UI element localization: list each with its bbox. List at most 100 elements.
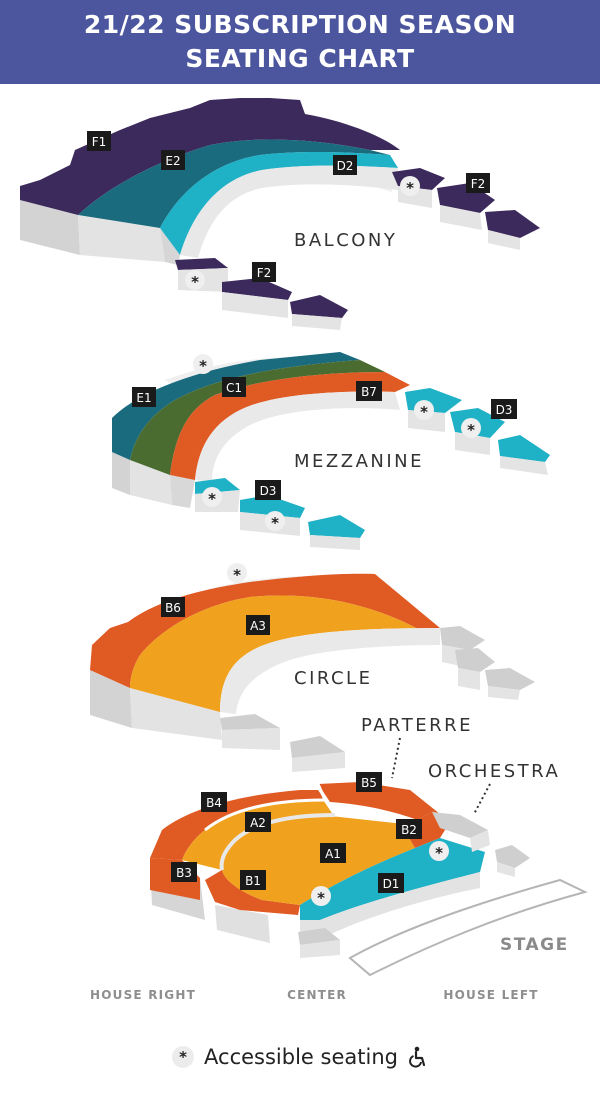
svg-text:C1: C1 [226,381,242,395]
tag-e1: E1 [132,387,156,407]
accessible-marker: * [193,354,213,375]
legend-text: Accessible seating [204,1045,398,1069]
svg-text:*: * [191,273,199,291]
accessible-marker: * [429,841,449,862]
orch-box-front-1 [298,928,340,945]
circle-box-right-3-side [488,686,520,700]
circle-wall-1 [90,670,132,728]
mezzanine-zone-b7[interactable] [170,372,410,480]
svg-text:D1: D1 [383,877,400,891]
tag-d1: D1 [378,873,404,893]
svg-text:*: * [420,403,428,421]
balcony-box-front-3-side [292,314,342,330]
balcony-box-front-1[interactable] [175,258,228,270]
circle-zone-a3[interactable] [130,595,440,712]
mezz-wall-1 [112,452,130,495]
tag-b7: B7 [356,381,382,401]
balcony-zone-d2[interactable] [160,151,398,255]
orch-wall-2 [215,905,270,943]
accessible-marker: * [185,270,205,291]
mezz-box-front-3[interactable] [308,515,365,538]
section-label-mezzanine: MEZZANINE [294,451,424,472]
section-label-parterre: PARTERRE [361,715,473,736]
svg-text:E1: E1 [136,391,151,405]
tag-d3-left: D3 [255,480,281,500]
circle-floor [220,628,440,714]
svg-text:B2: B2 [401,823,417,837]
balcony-zone-f1[interactable] [20,98,400,215]
svg-text:B6: B6 [165,601,181,615]
orchestra-zone-b5[interactable] [318,782,435,820]
orchestra-zone-b1[interactable] [205,870,300,915]
accessible-marker: * [414,400,434,421]
svg-text:E2: E2 [165,154,180,168]
aisle-line [204,798,326,832]
mezzanine-zone-e1[interactable] [112,352,360,460]
orchestra-zone-a2[interactable] [182,800,335,870]
balcony-wall-mid [78,215,165,262]
balcony-box-front-3[interactable] [290,295,348,318]
svg-text:*: * [199,357,207,375]
tag-f2-right: F2 [466,173,490,193]
svg-text:B5: B5 [361,776,377,790]
svg-text:*: * [208,490,216,508]
svg-text:A3: A3 [250,619,266,633]
tag-b1: B1 [240,870,266,890]
tag-b3: B3 [171,862,197,882]
orch-box-right-2-side [497,862,515,877]
svg-text:D2: D2 [337,159,354,173]
mezz-wall-3 [170,475,195,508]
svg-text:*: * [406,179,414,197]
tag-f2-left: F2 [252,262,276,282]
accessible-marker: * [461,418,481,439]
mezzanine-zone-c1[interactable] [130,360,385,475]
balcony-wall-left [20,200,80,255]
circle-wall-2 [130,688,222,740]
circle-box-right-2-side [458,668,480,690]
svg-text:A2: A2 [250,816,266,830]
section-label-orchestra: ORCHESTRA [428,761,560,782]
parterre-orchestra-tier: B5 B4 A2 B2 A1 B3 B1 D1 * * [150,772,530,958]
position-label-center: CENTER [287,988,347,1002]
balcony-zone-e2[interactable] [78,139,390,228]
orch-box-right-1 [432,812,488,838]
svg-text:*: * [271,514,279,532]
tag-b4: B4 [201,792,227,812]
accessible-marker: * [227,563,247,584]
svg-text:A1: A1 [325,847,341,861]
accessible-marker: * [202,487,222,508]
seating-chart-diagram: F1 E2 D2 F2 F2 * * BALCONY [20,98,588,1002]
svg-text:F2: F2 [471,177,486,191]
wheelchair-icon [409,1046,426,1068]
accessible-marker: * [265,511,285,532]
balcony-box-right-2-side [440,205,482,230]
stage-label: STAGE [500,935,569,955]
tag-d2: D2 [333,155,357,175]
balcony-floor [180,165,398,258]
mezz-wall-2 [130,460,172,505]
tag-d3-right: D3 [491,399,517,419]
tag-e2: E2 [161,150,185,170]
svg-text:D3: D3 [496,403,513,417]
circle-box-right-2 [455,648,495,672]
orchestra-zone-b4[interactable] [150,790,325,860]
position-label-house-left: HOUSE LEFT [443,988,538,1002]
tag-a1: A1 [320,843,346,863]
balcony-zone-f2-left[interactable] [222,278,292,300]
mezz-box-right-3[interactable] [498,435,550,462]
balcony-box-front-2-side [222,292,288,318]
mezz-box-right-3-side [500,456,548,475]
tag-a2: A2 [245,812,271,832]
orchestra-zone-a1[interactable] [221,815,415,905]
header-banner: 21/22 SUBSCRIPTION SEASON SEATING CHART [0,0,600,84]
circle-box-front-1-side [222,728,280,750]
svg-text:B1: B1 [245,874,261,888]
balcony-box-right-3[interactable] [485,210,540,238]
circle-box-front-1 [220,714,280,730]
tag-b2: B2 [396,819,422,839]
accessible-marker: * [400,176,420,197]
svg-text:*: * [233,566,241,584]
stage-outline [348,878,588,977]
section-label-circle: CIRCLE [294,668,372,689]
mezzanine-zone-d3-left[interactable] [240,495,305,518]
